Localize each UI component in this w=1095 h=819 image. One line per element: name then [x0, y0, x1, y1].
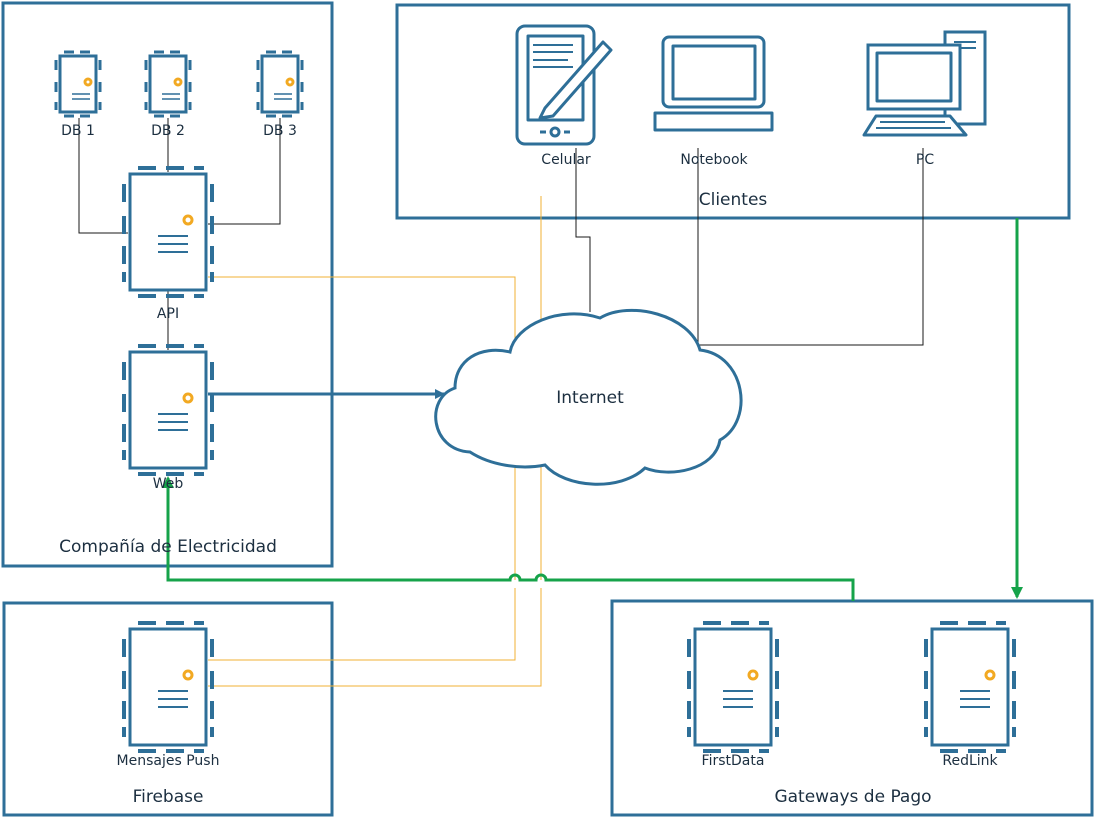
pc-label: PC	[916, 152, 934, 168]
db1-label: DB 1	[61, 123, 95, 139]
internet-label: Internet	[556, 388, 624, 408]
api-label: API	[157, 306, 179, 322]
db3-label: DB 3	[263, 123, 297, 139]
db3-icon	[256, 50, 304, 118]
celular-label: Celular	[541, 152, 591, 168]
db2-icon	[144, 50, 192, 118]
web-label: Web	[153, 476, 184, 492]
notebook-label: Notebook	[680, 152, 748, 168]
clients-group-label: Clientes	[699, 190, 768, 210]
web-server-icon	[122, 344, 214, 476]
db2-label: DB 2	[151, 123, 185, 139]
push-server-icon	[122, 621, 214, 753]
api-server-icon	[122, 166, 214, 298]
desktop-pc-icon	[862, 30, 987, 137]
db1-icon	[54, 50, 102, 118]
gateway-to-web-arrow	[162, 476, 855, 601]
db-connectors	[78, 118, 281, 350]
redlink-label: RedLink	[942, 753, 998, 769]
gateways-group-label: Gateways de Pago	[774, 787, 931, 807]
push-label: Mensajes Push	[117, 753, 220, 769]
firebase-group-label: Firebase	[133, 787, 204, 807]
mobile-phone-icon	[515, 24, 613, 146]
internet-cloud: Internet	[434, 308, 743, 486]
client-connectors	[575, 148, 924, 346]
group-gateways	[610, 599, 1094, 817]
redlink-server-icon	[924, 621, 1016, 753]
company-group-label: Compañía de Electricidad	[59, 537, 277, 557]
notebook-icon	[653, 35, 774, 132]
firstdata-label: FirstData	[702, 753, 765, 769]
firstdata-server-icon	[687, 621, 779, 753]
